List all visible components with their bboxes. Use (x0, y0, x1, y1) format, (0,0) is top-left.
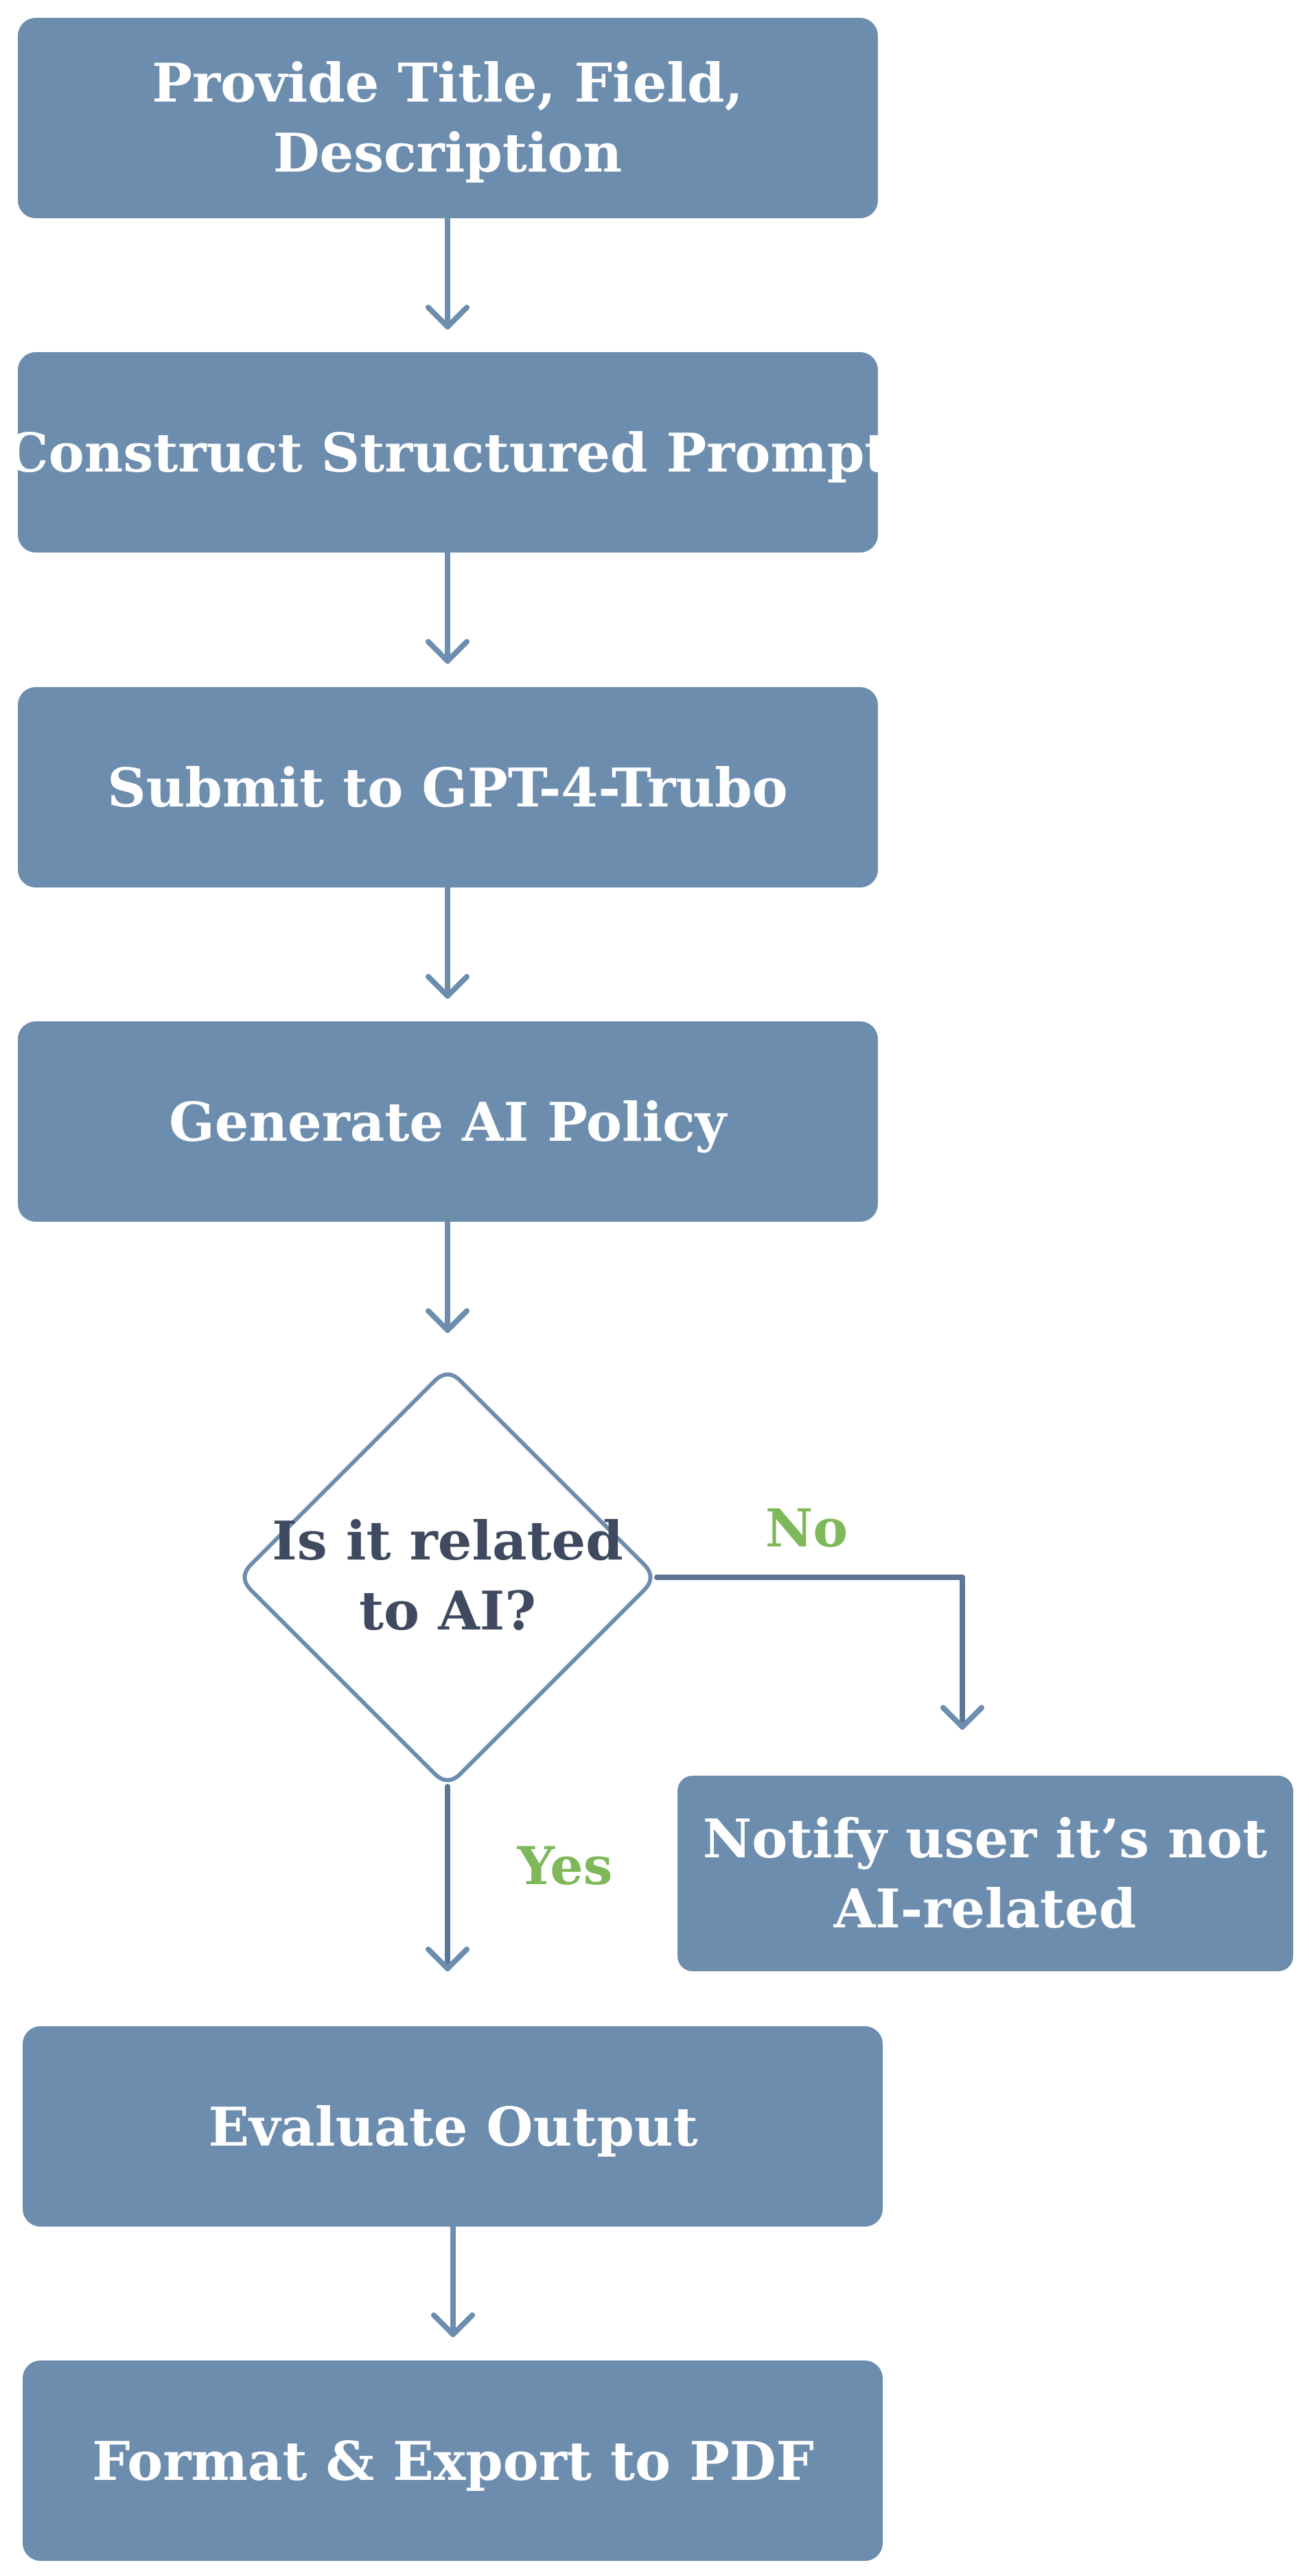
node-evaluate-output: Evaluate Output (23, 2026, 883, 2227)
node-provide-input-line-1: Provide Title, Field, (152, 52, 743, 115)
node-construct-prompt-label: Construct Structured Prompt (6, 422, 890, 485)
decision-diamond-shape (242, 1372, 653, 1783)
node-construct-prompt: Construct Structured Prompt (6, 352, 890, 553)
edge-label-yes: Yes (517, 1835, 613, 1896)
edge-no-branch: No (654, 1498, 984, 1730)
node-format-export-label: Format & Export to PDF (92, 2430, 814, 2493)
node-provide-input: Provide Title, Field, Description (18, 18, 878, 218)
arrow-input-to-prompt (426, 216, 470, 329)
node-notify-user: Notify user it’s not AI-related (677, 1776, 1293, 1971)
node-notify-user-line-2: AI-related (833, 1878, 1136, 1940)
node-evaluate-output-label: Evaluate Output (209, 2096, 698, 2159)
arrow-evaluate-to-format (431, 2224, 475, 2337)
node-submit-model: Submit to GPT-4-Trubo (18, 687, 878, 887)
node-format-export: Format & Export to PDF (23, 2360, 883, 2561)
edge-yes-branch: Yes (426, 1784, 613, 1971)
node-provide-input-line-2: Description (273, 122, 622, 185)
node-generate-policy: Generate AI Policy (18, 1021, 878, 1222)
decision-question-line-1: Is it related (272, 1510, 623, 1573)
node-generate-policy-label: Generate AI Policy (169, 1091, 728, 1154)
arrow-prompt-to-submit (426, 550, 470, 664)
edge-label-no: No (765, 1498, 848, 1559)
arrow-submit-to-generate (426, 885, 470, 999)
node-notify-user-line-1: Notify user it’s not (703, 1808, 1267, 1870)
node-submit-model-label: Submit to GPT-4-Trubo (107, 757, 787, 820)
arrow-generate-to-decision (426, 1219, 470, 1333)
decision-question-line-2: to AI? (359, 1580, 536, 1643)
node-decision-ai: Is it related to AI? (242, 1372, 653, 1783)
